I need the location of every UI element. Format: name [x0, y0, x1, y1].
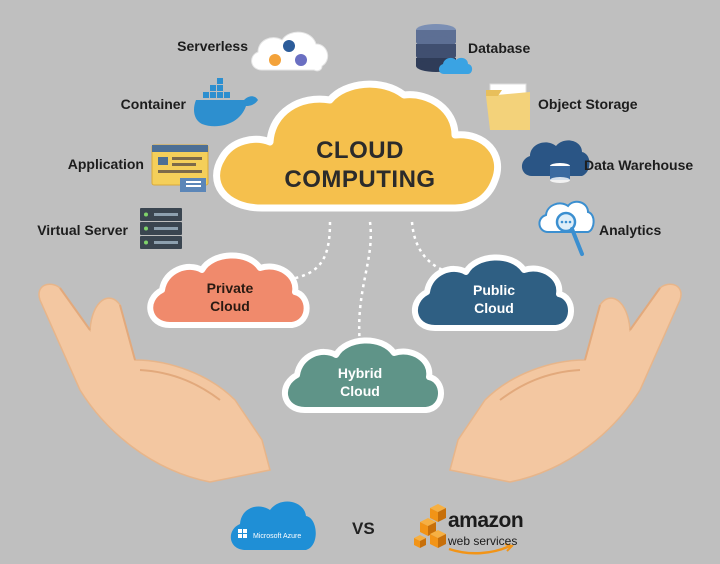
label-application: Application: [67, 156, 144, 172]
label-container: Container: [120, 96, 186, 112]
hybrid-cloud-label: Hybrid Cloud: [310, 365, 410, 400]
main-cloud-title: CLOUD COMPUTING: [260, 136, 460, 195]
label-object-storage: Object Storage: [538, 96, 638, 112]
public-cloud-label: Public Cloud: [444, 282, 544, 317]
data-warehouse-icon: [521, 140, 590, 183]
private-cloud-label: Private Cloud: [180, 280, 280, 315]
label-analytics: Analytics: [599, 222, 662, 238]
vs-label: VS: [352, 519, 375, 538]
label-virtual-server: Virtual Server: [37, 222, 128, 238]
label-data-warehouse: Data Warehouse: [584, 157, 694, 173]
left-hand: [38, 283, 271, 483]
hybrid-cloud-line1: Hybrid: [337, 365, 383, 381]
azure-logo: [230, 501, 316, 550]
magnifier-cloud-icon: [538, 200, 595, 256]
main-cloud: [213, 80, 502, 212]
private-cloud-line2: Cloud: [210, 297, 250, 314]
main-cloud-line2: COMPUTING: [284, 166, 436, 194]
application-window-icon: [151, 144, 209, 192]
hybrid-cloud: [281, 337, 444, 413]
aws-amazon-label: amazon: [448, 509, 524, 532]
public-cloud: [411, 254, 574, 331]
right-hand: [449, 283, 682, 483]
public-cloud-line1: Public: [472, 282, 515, 298]
docker-whale-icon: [194, 78, 258, 127]
public-cloud-line2: Cloud: [474, 299, 514, 316]
private-cloud-line1: Private: [206, 280, 254, 296]
hybrid-cloud-line2: Cloud: [340, 382, 380, 399]
main-cloud-line1: CLOUD: [316, 137, 404, 164]
label-database: Database: [468, 40, 531, 56]
private-cloud: [147, 252, 310, 328]
database-icon: [416, 24, 473, 74]
aws-logo-cubes: [414, 504, 514, 555]
aws-web-services-label: web services: [448, 534, 518, 548]
serverless-cloud-icon: [251, 31, 329, 72]
folder-icon: [486, 83, 530, 130]
label-serverless: Serverless: [177, 38, 248, 54]
server-rack-icon: [140, 208, 182, 249]
azure-label: Microsoft Azure: [253, 533, 302, 540]
